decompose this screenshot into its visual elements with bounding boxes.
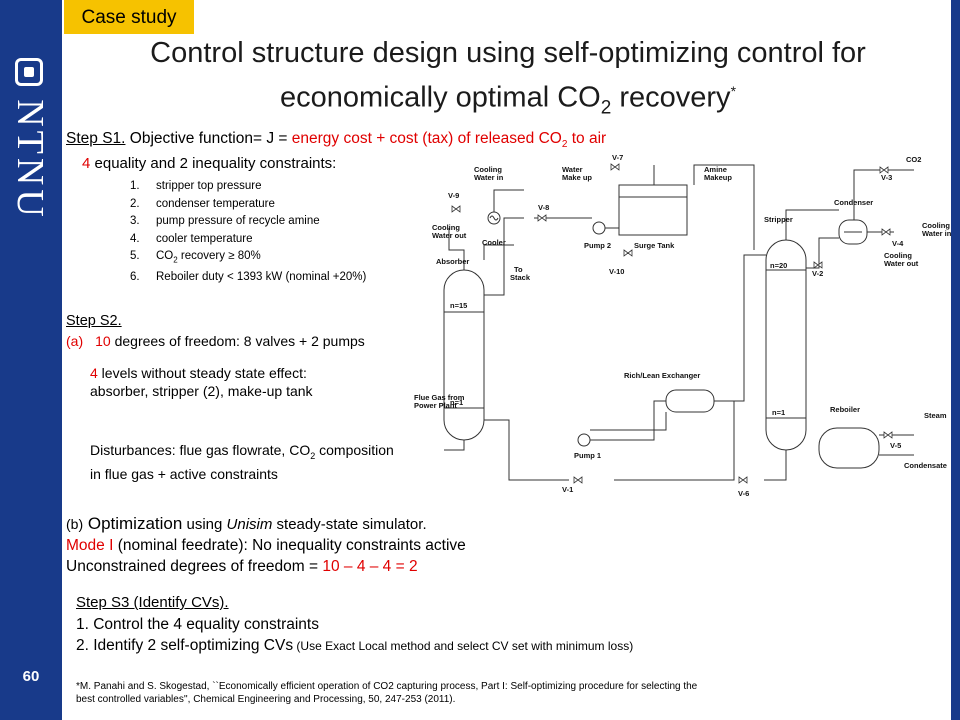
valve-v5 — [883, 431, 893, 439]
label-v2: V-2 — [812, 269, 823, 278]
valve-v7 — [610, 163, 620, 171]
valve-v4 — [881, 228, 891, 236]
constraint-item: 3.pump pressure of recycle amine — [130, 215, 320, 227]
constraint-item: 6.Reboiler duty < 1393 kW (nominal +20%) — [130, 270, 367, 283]
disturbances-note: Disturbances: flue gas flowrate, CO2 com… — [90, 442, 394, 482]
sidebar: NTNU 60 — [0, 0, 62, 720]
label-co2: CO2 — [906, 155, 921, 164]
svg-text:Stack: Stack — [510, 273, 531, 282]
valve-v3 — [879, 166, 889, 174]
title-line2: economically optimal CO2 recovery* — [279, 81, 737, 119]
pump1-icon — [577, 433, 591, 447]
label-n20: n=20 — [770, 261, 787, 270]
label-v5: V-5 — [890, 441, 901, 450]
valve-v10 — [623, 249, 633, 257]
slide-title: Control structure design using self-opti… — [66, 34, 950, 127]
valve-v6 — [738, 476, 748, 484]
levels-note: 4 levels without steady state effect: ab… — [90, 365, 313, 399]
title-line1: Control structure design using self-opti… — [150, 37, 866, 69]
ntnu-logo-icon — [15, 58, 43, 86]
svg-text:Water in: Water in — [474, 173, 504, 182]
label-reboiler: Reboiler — [830, 405, 860, 414]
label-water-makeup: Water — [562, 165, 583, 174]
valve-v8 — [537, 214, 547, 222]
label-v8: V-8 — [538, 203, 549, 212]
label-surge-tank: Surge Tank — [634, 241, 675, 250]
label-v4: V-4 — [892, 239, 904, 248]
constraints-list: 1.stripper top pressure 2.condenser temp… — [130, 178, 366, 286]
part-b-line: (b) Optimization using Unisim steady-sta… — [66, 514, 427, 533]
label-pump1: Pump 1 — [574, 451, 601, 460]
right-border — [951, 0, 960, 720]
constraint-item: 4.cooler temperature — [130, 232, 253, 245]
label-v1: V-1 — [562, 485, 573, 494]
label-absorber: Absorber — [436, 257, 469, 266]
step-s3-line2: 2. Identify 2 self-optimizing CVs (Use E… — [76, 637, 634, 654]
rich-lean-exchanger — [665, 389, 715, 413]
constraint-item: 5.CO2 recovery ≥ 80% — [130, 250, 261, 265]
step-s2-label: Step S2. — [66, 313, 122, 329]
label-flue-gas: Flue Gas from — [414, 393, 465, 402]
absorber-column — [443, 269, 485, 441]
label-rich-lean: Rich/Lean Exchanger — [624, 371, 700, 380]
label-to-stack: To — [514, 265, 523, 274]
label-stripper: Stripper — [764, 215, 793, 224]
label-v6: V-6 — [738, 489, 749, 498]
label-pump2: Pump 2 — [584, 241, 611, 250]
label-v7: V-7 — [612, 153, 623, 162]
svg-text:Makeup: Makeup — [704, 173, 732, 182]
svg-text:Water in: Water in — [922, 229, 952, 238]
reboiler — [818, 427, 880, 469]
label-cooling-water-in: Cooling — [474, 165, 502, 174]
label-n15: n=15 — [450, 301, 467, 310]
mode-line: Mode I (nominal feedrate): No inequality… — [66, 537, 466, 554]
label-v3: V-3 — [881, 173, 892, 182]
constraint-item: 2.condenser temperature — [130, 197, 275, 210]
svg-text:Power Plant: Power Plant — [414, 401, 457, 410]
svg-text:Water out: Water out — [884, 259, 919, 268]
constraint-item: 1.stripper top pressure — [130, 180, 262, 192]
unconstrained-line: Unconstrained degrees of freedom = 10 – … — [66, 558, 418, 575]
brand-text: NTNU — [9, 99, 51, 221]
pump2-icon — [592, 221, 606, 235]
step-s2-a: (a)10 degrees of freedom: 8 valves + 2 p… — [66, 333, 365, 349]
label-amine-makeup: Amine — [704, 165, 727, 174]
label-cooling-water-out-left: Cooling — [432, 223, 460, 232]
process-flow-diagram: Cooling Water in Water Make up Amine Mak… — [414, 153, 952, 498]
step-s3-label: Step S3 (Identify CVs). — [76, 594, 229, 611]
label-condensate: Condensate — [904, 461, 947, 470]
valve-v2 — [813, 261, 823, 269]
label-n1-stripper: n=1 — [772, 408, 785, 417]
constraints-intro: 4 equality and 2 inequality constraints: — [82, 155, 337, 172]
valve-v9 — [451, 205, 461, 213]
case-study-badge: Case study — [64, 0, 194, 34]
step-s3-line1: 1. Control the 4 equality constraints — [76, 616, 319, 633]
label-cooling-water-out-right: Cooling — [884, 251, 912, 260]
svg-text:Water out: Water out — [432, 231, 467, 240]
footnote: *M. Panahi and S. Skogestad, ``Economica… — [76, 681, 698, 705]
label-steam: Steam — [924, 411, 947, 420]
page-number: 60 — [22, 668, 40, 685]
label-n1-absorber: n=1 — [450, 398, 463, 407]
label-cooler: Cooler — [482, 238, 506, 247]
step-s1: Step S1. Objective function= J = energy … — [66, 130, 607, 151]
svg-text:Make up: Make up — [562, 173, 592, 182]
valve-v1 — [573, 476, 583, 484]
label-v9: V-9 — [448, 191, 459, 200]
label-v10: V-10 — [609, 267, 624, 276]
label-cooling-water-in-right: Cooling — [922, 221, 950, 230]
label-condenser: Condenser — [834, 198, 873, 207]
